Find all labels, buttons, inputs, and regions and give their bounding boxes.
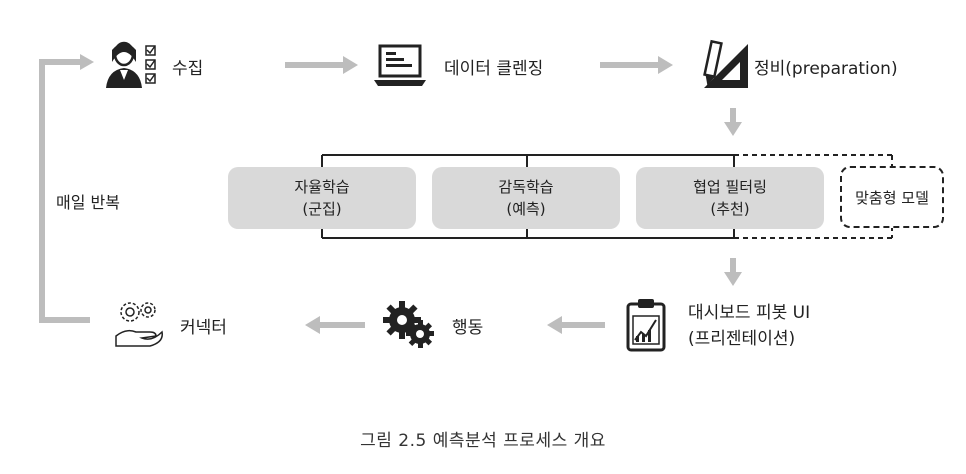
person-checklist-icon [106,41,156,88]
figure-caption: 그림 2.5 예측분석 프로세스 개요 [360,431,606,451]
supervised-learning-title: 감독학습 [498,178,554,196]
loop-arrow [39,59,90,323]
loop-label: 매일 반복 [56,193,120,212]
dashboard-label-line2: (프리젠테이션) [688,329,796,349]
supervised-learning-subtitle: (예측) [506,200,546,218]
unsupervised-learning-box: 자율학습 (군집) [228,167,416,229]
dashboard-label-line1: 대시보드 피봇 UI [688,303,811,323]
preparation-label: 정비(preparation) [754,59,898,79]
collaborative-filtering-subtitle: (추천) [710,200,750,218]
gears-icon [383,301,434,348]
custom-model-label: 맞춤형 모델 [855,188,929,207]
supervised-learning-box: 감독학습 (예측) [432,167,620,229]
loop-arrow-head [80,54,94,70]
laptop-icon [374,44,426,86]
cleansing-label: 데이터 클렌징 [444,59,544,79]
collaborative-filtering-title: 협업 필터링 [693,178,767,196]
connector-label: 커넥터 [180,318,227,338]
custom-model-box: 맞춤형 모델 [840,166,944,228]
clipboard-chart-icon [626,299,666,352]
collaborative-filtering-box: 협업 필터링 (추천) [636,167,824,229]
action-label: 행동 [452,318,484,338]
dashboard-label: 대시보드 피봇 UI (프리젠테이션) [688,300,810,352]
unsupervised-learning-subtitle: (군집) [302,200,342,218]
unsupervised-learning-title: 자율학습 [294,178,350,196]
pencil-ruler-icon [703,39,748,88]
collect-label: 수집 [172,59,204,79]
hand-gears-icon [115,302,163,347]
